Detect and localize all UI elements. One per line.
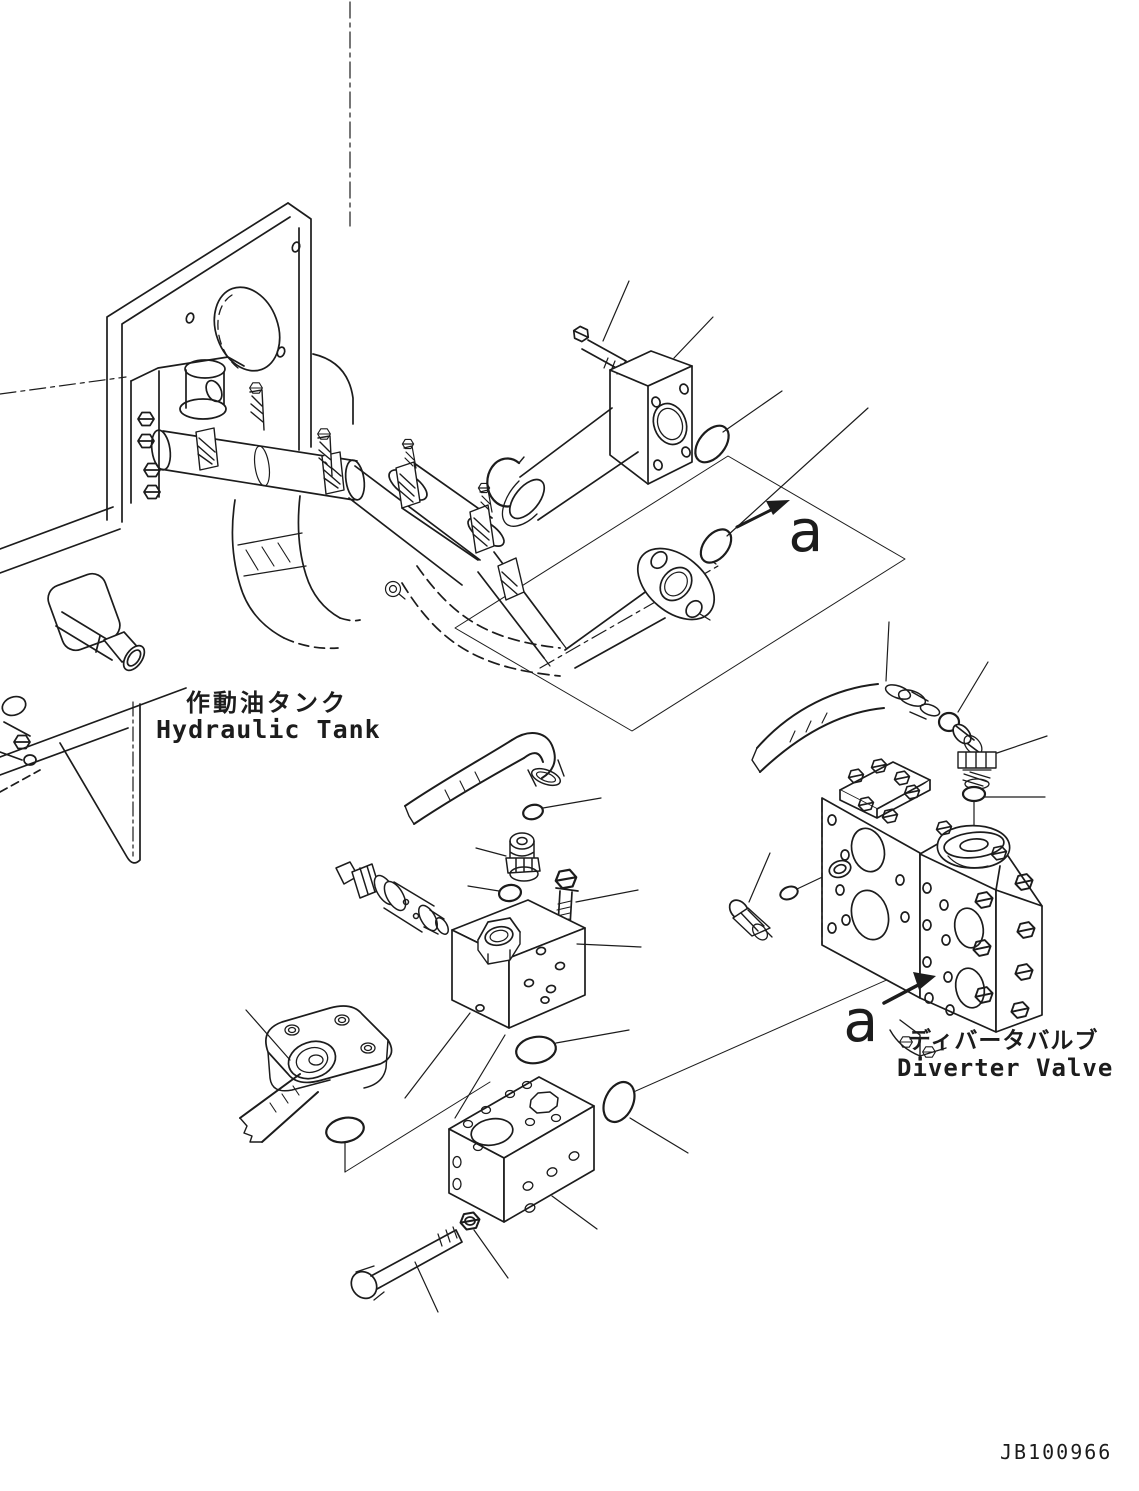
flange-block (609, 350, 693, 485)
elbow-hose (404, 732, 565, 825)
tank-filter-assembly (388, 438, 567, 667)
hydraulic-tank-label-jp: 作動油タンク (186, 689, 348, 717)
tank-manifold-pipe (150, 429, 561, 677)
block-hex-boss (477, 917, 521, 965)
plug-fitting (728, 899, 773, 941)
o-ring (961, 785, 987, 803)
o-ring (699, 528, 733, 564)
o-ring (694, 424, 730, 464)
section-plane-lower-line (344, 966, 917, 1173)
suction-tube-assembly (501, 323, 733, 564)
o-ring (522, 803, 544, 821)
hex-nut-lower (458, 1210, 482, 1232)
elbow-fitting (952, 723, 997, 790)
diverter-valve-label-en: Diverter Valve (897, 1054, 1113, 1082)
tank-drain-pipe (55, 611, 146, 672)
section-marker-a-top: a (788, 497, 823, 565)
tank-lower-left-fittings (0, 695, 41, 793)
diverter-right-block (919, 837, 1043, 1033)
leader-lines-lower (414, 1117, 689, 1313)
swivel-joint (239, 1005, 393, 1143)
o-ring (497, 883, 523, 903)
o-ring (602, 1080, 636, 1124)
hose-to-diverter (751, 683, 941, 773)
pressure-sensor (335, 861, 449, 935)
section-arrow-bottom (882, 972, 936, 1005)
tank-body-outline (0, 506, 187, 864)
section-arrow-top (735, 500, 790, 529)
diverter-top-boss (934, 819, 1011, 869)
diverter-left-block (821, 757, 931, 999)
hose-clamp-bands (195, 382, 345, 495)
swivel-hose (239, 1073, 319, 1143)
diverter-foot (889, 1019, 947, 1061)
leader-lines-upper (602, 280, 869, 537)
section-plane-upper (454, 455, 906, 732)
leader-lines-right (885, 621, 1048, 846)
suction-tube (501, 407, 639, 527)
check-valve-block (451, 899, 586, 1029)
section-marker-a-bottom: a (843, 987, 878, 1055)
plate-large-hole (213, 286, 281, 372)
leader-lines-center (404, 797, 642, 1119)
tank-manifold-bracket (130, 356, 245, 504)
diverter-valve-label-jp: ディバータバルブ (908, 1027, 1098, 1054)
boss-ring (828, 859, 852, 879)
lower-manifold-block (448, 1076, 595, 1223)
diverter-valve (821, 757, 1043, 1061)
leader-lines-swivel (245, 1009, 346, 1173)
hydraulic-tank-label-en: Hydraulic Tank (156, 715, 381, 744)
drawing-number: JB100966 (1000, 1440, 1112, 1464)
tank-elbow-fitting (179, 359, 227, 420)
connector-fitting (505, 832, 541, 882)
o-ring (325, 1116, 365, 1144)
o-ring (779, 885, 799, 901)
long-bolt (350, 1226, 463, 1301)
tank-mounting-plate (106, 202, 354, 523)
o-ring (515, 1035, 557, 1065)
tank-down-elbow-pipe (231, 495, 361, 650)
tank-surface-plug (384, 580, 406, 600)
